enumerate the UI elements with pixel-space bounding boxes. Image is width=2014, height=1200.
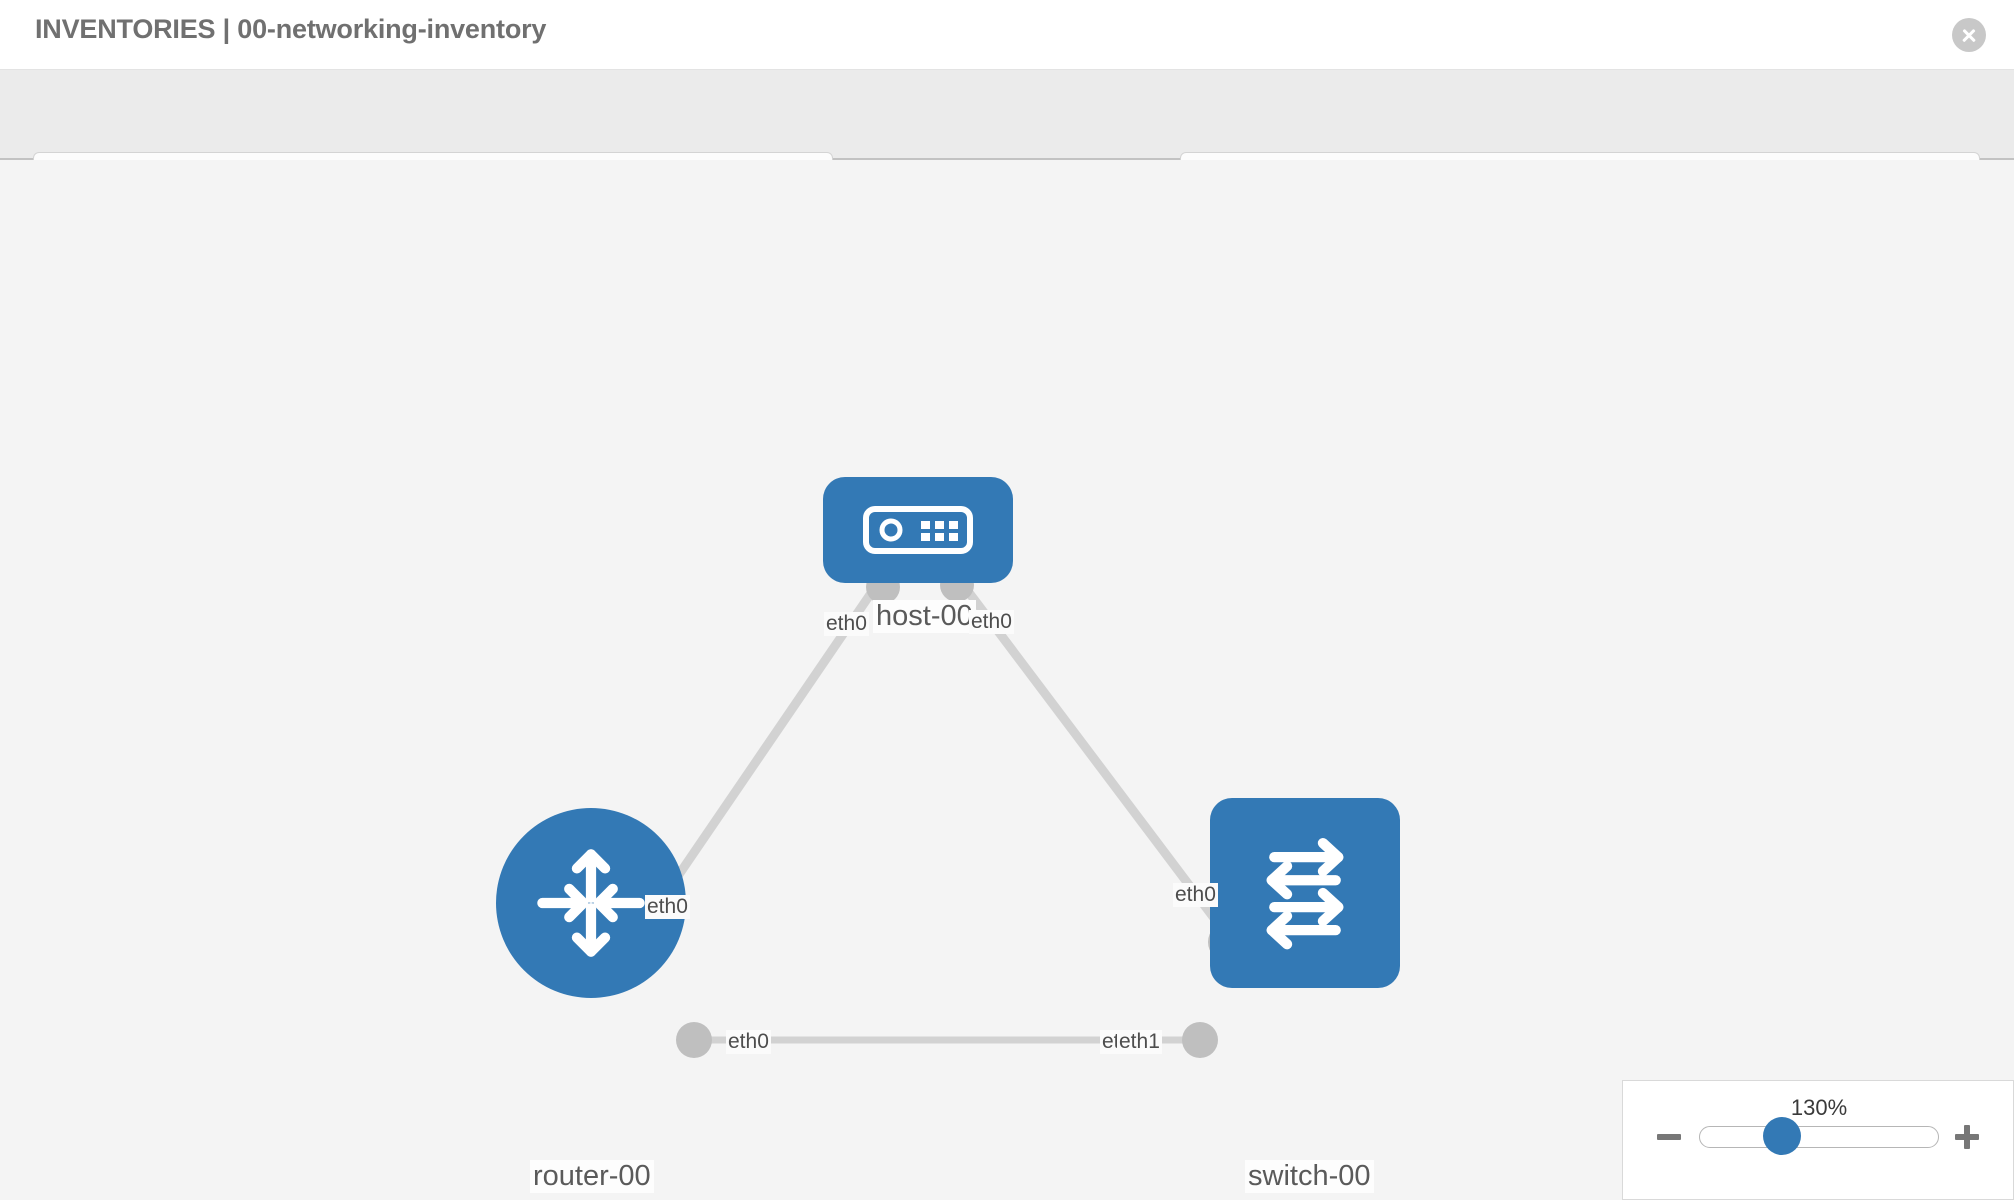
iface-label-switch-uplink: eth0 bbox=[1173, 883, 1218, 907]
switch-arrows-icon bbox=[1266, 837, 1344, 950]
connection-handle[interactable] bbox=[1182, 1022, 1218, 1058]
server-rack-icon bbox=[863, 506, 973, 554]
zoom-slider-track[interactable] bbox=[1699, 1126, 1939, 1148]
link-host-switch[interactable] bbox=[954, 575, 1236, 945]
topology-links bbox=[661, 575, 1236, 1044]
topology-node-switch-00[interactable] bbox=[1210, 798, 1400, 988]
plus-icon[interactable] bbox=[1953, 1123, 1981, 1151]
node-label-host-00: host-00 bbox=[873, 600, 976, 633]
node-label-router-00: router-00 bbox=[530, 1160, 654, 1193]
router-arrows-icon bbox=[537, 849, 645, 957]
zoom-control-panel: 130% bbox=[1622, 1080, 2014, 1200]
zoom-slider-thumb[interactable] bbox=[1763, 1117, 1801, 1155]
page-header: INVENTORIES | 00-networking-inventory bbox=[0, 0, 2014, 70]
topology-node-host-00[interactable] bbox=[823, 477, 1013, 583]
node-label-switch-00: switch-00 bbox=[1245, 1160, 1374, 1193]
toolbar: ACTIONS SEARCH bbox=[0, 70, 2014, 205]
zoom-level-value: 130% bbox=[1790, 1095, 1848, 1120]
iface-label-router-right: eth0 bbox=[726, 1030, 771, 1054]
connection-handle[interactable] bbox=[676, 1022, 712, 1058]
page-title: INVENTORIES | 00-networking-inventory bbox=[35, 14, 547, 44]
iface-label-switch-left-eth1: eth1 bbox=[1117, 1030, 1162, 1054]
iface-label-host-right: eth0 bbox=[969, 610, 1014, 634]
minus-icon[interactable] bbox=[1655, 1123, 1683, 1151]
iface-label-host-left: eth0 bbox=[824, 612, 869, 636]
iface-label-router-uplink: eth0 bbox=[645, 895, 690, 919]
close-icon[interactable] bbox=[1952, 18, 1986, 52]
topology-canvas[interactable]: host-00 router-00 switch-00 eth0 eth0 et… bbox=[0, 160, 2014, 1200]
